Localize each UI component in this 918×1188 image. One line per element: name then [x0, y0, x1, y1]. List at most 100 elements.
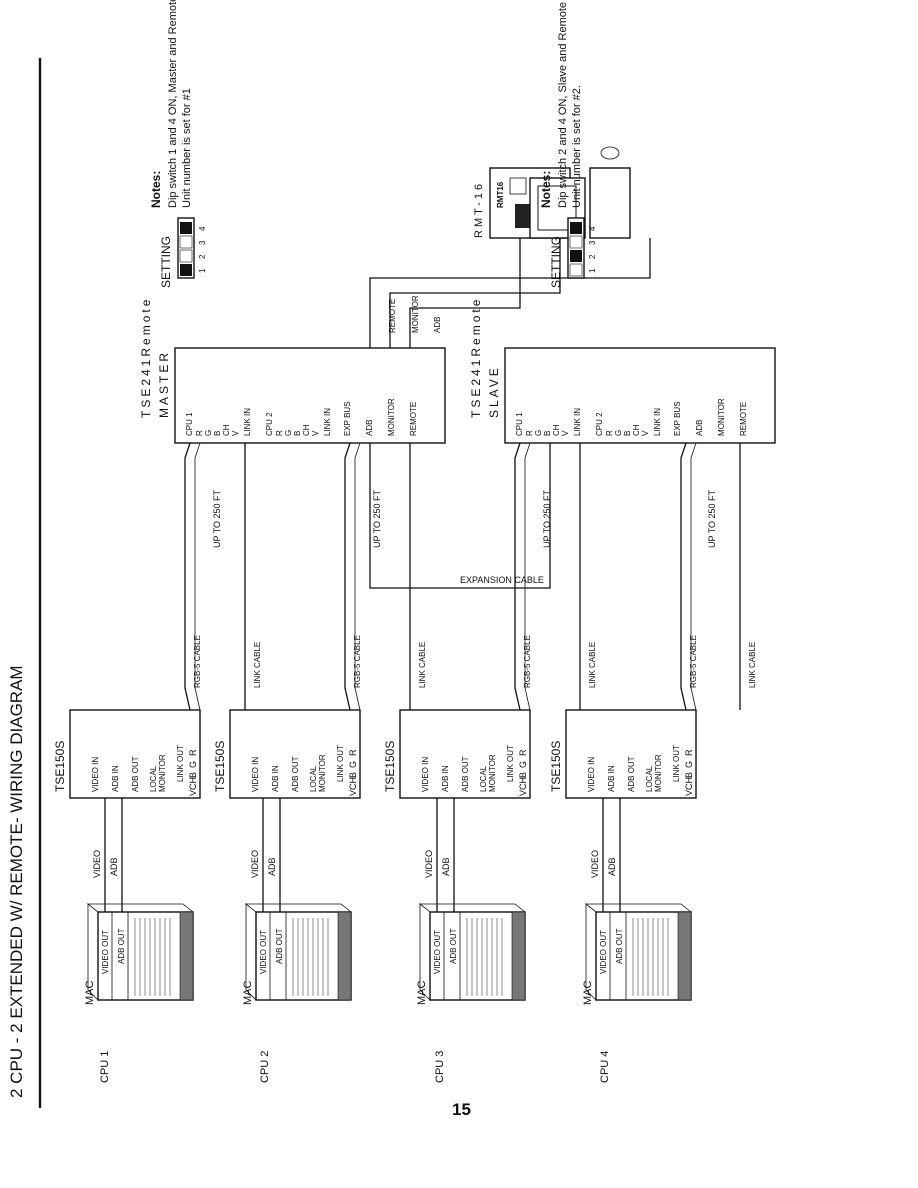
adb-out-label: ADB OUT — [449, 928, 458, 964]
rgb-cable-2 — [344, 442, 351, 711]
link-cable-label: LINK CABLE — [748, 642, 757, 688]
port-label: VIDEO IN — [587, 757, 596, 792]
port-label: LINK OUT — [176, 745, 185, 782]
port-label: CPU 2 — [595, 412, 604, 436]
cpu-row-3: CPU 3 MAC VIDEO OUT ADB OUT VIDEO ADB TS… — [383, 709, 531, 1083]
adb-out-label: ADB OUT — [275, 928, 284, 964]
extender-name: TSE150S — [549, 741, 563, 792]
port-label: R — [605, 430, 614, 436]
adb-wire-label: ADB — [607, 857, 617, 876]
port-label: EXP BUS — [343, 401, 352, 436]
video-wire-label: VIDEO — [92, 850, 102, 878]
rgb-cable-1 — [184, 442, 191, 711]
setting-heading: SETTING — [159, 236, 173, 288]
port-label: MONITOR — [488, 754, 497, 792]
wiring-diagram: 2 CPU - 2 EXTENDED W/ REMOTE- WIRING DIA… — [7, 0, 776, 1108]
port-label: CPU 1 — [185, 412, 194, 436]
port-label: ADB IN — [111, 765, 120, 792]
video-out-label: VIDEO OUT — [433, 930, 442, 974]
mac-label: MAC — [416, 981, 428, 1006]
port-label: ADB IN — [607, 765, 616, 792]
rgb-pin-label: G — [684, 761, 694, 768]
extender-3: TSE150S VIDEO IN ADB IN ADB OUT LOCAL MO… — [383, 709, 531, 799]
port-label: MONITOR — [387, 398, 396, 436]
port-label: CPU 2 — [265, 412, 274, 436]
extender-2: TSE150S VIDEO IN ADB IN ADB OUT LOCAL MO… — [213, 709, 361, 799]
expansion-cable — [369, 398, 551, 589]
switch-number: 1 — [588, 268, 597, 273]
switch-number: 4 — [588, 226, 597, 231]
diagram-title: 2 CPU - 2 EXTENDED W/ REMOTE- WIRING DIA… — [7, 665, 26, 1098]
extender-name: TSE150S — [53, 741, 67, 792]
mac-label: MAC — [242, 981, 254, 1006]
rgb-pin-label: V — [518, 790, 528, 796]
video-wire-label: VIDEO — [590, 850, 600, 878]
port-label: LOCAL — [479, 765, 488, 792]
rgb-cable-3 — [514, 442, 521, 711]
switch-number: 3 — [588, 240, 597, 245]
extender-name: TSE150S — [383, 741, 397, 792]
rgb-pin-label: B — [348, 772, 358, 778]
port-label: LOCAL — [645, 765, 654, 792]
port-label: B — [623, 431, 632, 436]
mac-computer-icon: MAC VIDEO OUT ADB OUT — [416, 903, 526, 1006]
port-label: CPU 1 — [515, 412, 524, 436]
adb-wire-label: ADB — [267, 857, 277, 876]
port-label: LINK OUT — [672, 745, 681, 782]
video-out-label: VIDEO OUT — [101, 930, 110, 974]
cpu-label: CPU 3 — [434, 1051, 446, 1083]
adb-wire-label: ADB — [441, 857, 451, 876]
switch-number: 2 — [198, 254, 207, 259]
adb-console-wire — [369, 238, 651, 348]
remote-logo: RMT16 — [496, 181, 505, 208]
rgb-pin-label: CH — [348, 777, 358, 790]
port-label: EXP BUS — [673, 401, 682, 436]
port-label: MONITOR — [654, 754, 663, 792]
monitor-wire — [389, 238, 561, 348]
adb-wire-label: ADB — [109, 857, 119, 876]
distance-label: UP TO 250 FT — [372, 489, 382, 548]
mac-computer-icon: MAC VIDEO OUT ADB OUT — [582, 903, 692, 1006]
port-label: B — [213, 431, 222, 436]
console-wiring: REMOTE MONITOR ADB — [369, 238, 651, 348]
slave-role: SLAVE — [487, 365, 501, 418]
port-label: ADB — [695, 420, 704, 436]
port-label: B — [543, 431, 552, 436]
slave-model: TSE241Remote — [469, 297, 483, 418]
port-label: LINK IN — [243, 408, 252, 436]
rgb-pin-label: G — [348, 761, 358, 768]
switch-number: 3 — [198, 240, 207, 245]
master-box — [174, 347, 446, 444]
port-label: REMOTE — [409, 402, 418, 436]
link-cable-label: LINK CABLE — [588, 642, 597, 688]
console-wire-label: REMOTE — [388, 299, 397, 333]
port-label: ADB OUT — [291, 756, 300, 792]
rotated-diagram: 2 CPU - 2 EXTENDED W/ REMOTE- WIRING DIA… — [0, 0, 780, 1108]
port-label: LINK IN — [653, 408, 662, 436]
note-line: Unit number is set for #2. — [571, 85, 583, 208]
port-label: ADB IN — [271, 765, 280, 792]
port-label: VIDEO IN — [251, 757, 260, 792]
settings-slave: SETTING 1 2 3 4 Notes: Dip switch 2 and … — [539, 0, 597, 288]
rgb-cable-label: RGB-5 CABLE — [353, 635, 362, 688]
setting-heading: SETTING — [549, 236, 563, 288]
port-label: LINK IN — [323, 408, 332, 436]
master-model: TSE241Remote — [139, 297, 153, 418]
note-line: Dip switch 1 and 4 ON, Master and Remote… — [167, 0, 179, 208]
video-wire-label: VIDEO — [424, 850, 434, 878]
mac-computer-icon: MAC VIDEO OUT ADB OUT — [84, 903, 194, 1005]
notes-heading: Notes: — [539, 171, 553, 208]
port-label: ADB OUT — [627, 756, 636, 792]
note-line: Dip switch 2 and 4 ON, Slave and Remote … — [557, 0, 569, 208]
cpu-row-2: CPU 2 MAC VIDEO OUT ADB OUT VIDEO ADB TS… — [213, 709, 361, 1083]
port-label: ADB IN — [441, 765, 450, 792]
video-out-label: VIDEO OUT — [259, 930, 268, 974]
note-line: Unit number is set for #1 — [181, 88, 193, 208]
port-label: G — [284, 430, 293, 436]
link-cable-label: LINK CABLE — [418, 642, 427, 688]
rgb-pin-label: B — [518, 772, 528, 778]
port-label: LINK IN — [573, 408, 582, 436]
mac-label: MAC — [582, 981, 594, 1006]
expansion-cable-label: EXPANSION CABLE — [460, 575, 544, 585]
